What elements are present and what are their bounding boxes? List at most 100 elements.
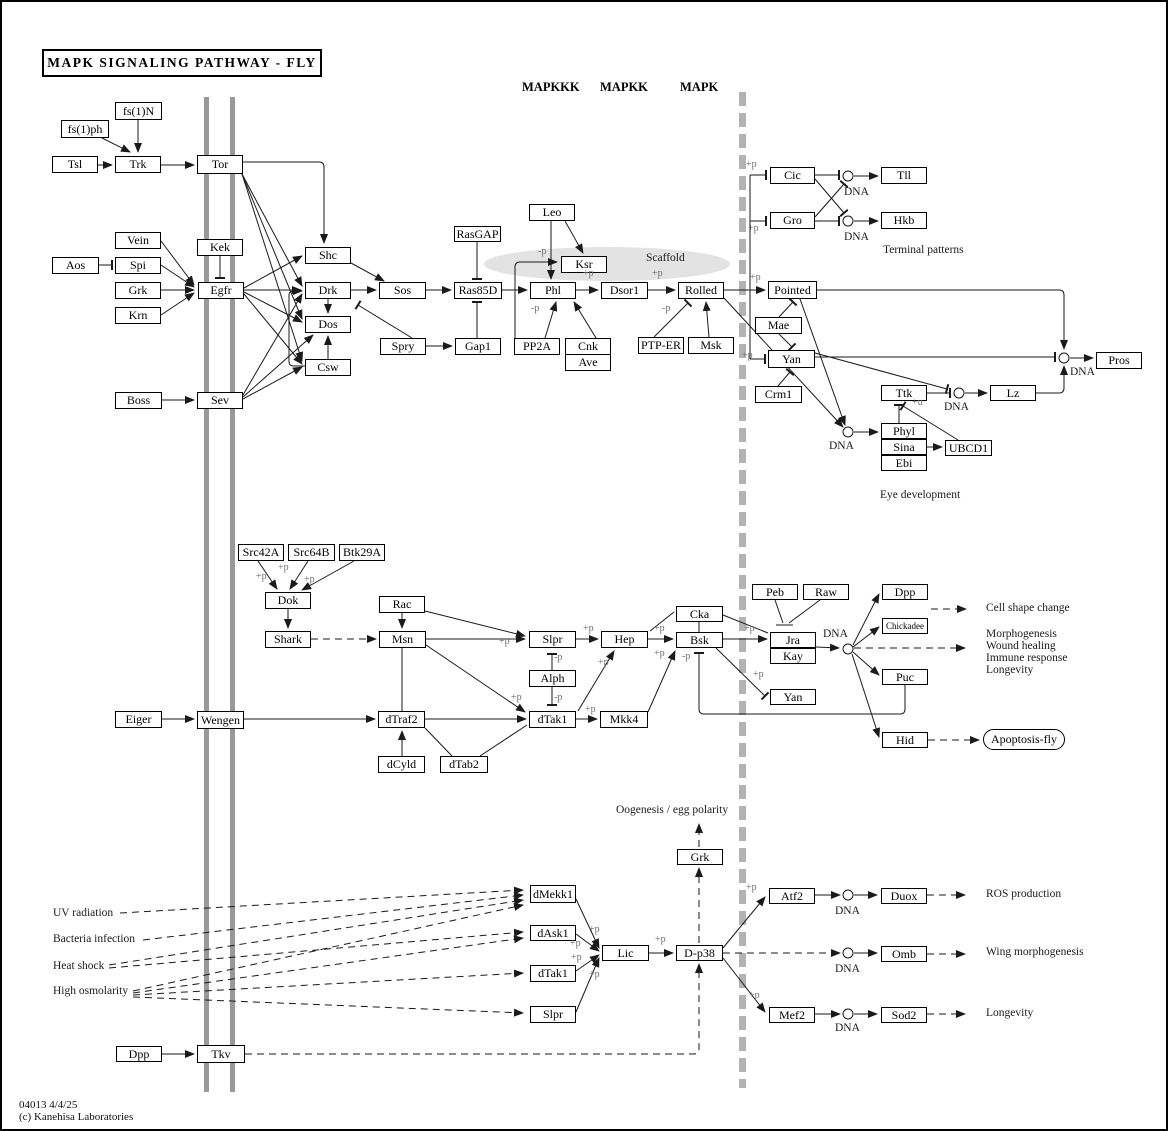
node-dsor1[interactable]: Dsor1 [601,282,648,299]
node-puc[interactable]: Puc [882,669,928,685]
node-alph[interactable]: Alph [529,670,576,687]
node-bsk[interactable]: Bsk [676,632,723,648]
hdr-mapk: MAPK [680,80,719,94]
node-hid[interactable]: Hid [882,732,928,748]
node-apoptosis[interactable]: Apoptosis-fly [983,729,1065,750]
node-dask1[interactable]: dAsk1 [530,925,576,941]
node-yan1[interactable]: Yan [768,350,815,368]
node-dok[interactable]: Dok [265,592,311,609]
node-fs1n[interactable]: fs(1)N [115,102,162,120]
node-tll[interactable]: Tll [881,167,927,184]
node-tkv[interactable]: Tkv [197,1045,245,1063]
node-boss[interactable]: Boss [115,392,162,409]
node-sev[interactable]: Sev [197,392,243,409]
node-mef2[interactable]: Mef2 [769,1007,815,1023]
node-phl[interactable]: Phl [530,282,576,299]
longevity-mid: Longevity [986,664,1034,676]
node-tsl[interactable]: Tsl [52,156,98,173]
node-ttk[interactable]: Ttk [881,385,927,401]
edges-top-section [98,120,1094,451]
node-slpr2[interactable]: Slpr [530,1006,576,1023]
node-drk[interactable]: Drk [305,282,351,299]
node-hep[interactable]: Hep [601,631,648,648]
node-aos[interactable]: Aos [52,257,99,274]
node-ptper[interactable]: PTP-ER [638,337,684,354]
node-spry[interactable]: Spry [380,338,426,355]
node-peb[interactable]: Peb [752,584,798,600]
node-grk1[interactable]: Grk [115,282,161,299]
node-dmekk1[interactable]: dMekk1 [530,885,576,903]
node-src42a[interactable]: Src42A [238,544,284,561]
node-cic[interactable]: Cic [770,167,815,184]
node-jra[interactable]: Jra [770,632,816,648]
node-gro[interactable]: Gro [770,212,815,229]
node-slpr1[interactable]: Slpr [529,631,576,648]
node-fs1ph[interactable]: fs(1)ph [61,120,109,138]
node-rac[interactable]: Rac [379,596,425,613]
hdr-mapkkk: MAPKKK [522,80,580,94]
node-btk29a[interactable]: Btk29A [339,544,385,561]
dna-5: DNA [1070,366,1095,378]
p12: +p [278,562,289,573]
node-cka[interactable]: Cka [676,606,723,622]
node-dtak1b[interactable]: dTak1 [530,965,576,982]
node-sina[interactable]: Sina [881,439,927,455]
node-dp38[interactable]: D-p38 [676,945,723,961]
node-rasgap[interactable]: RasGAP [454,226,501,242]
node-sos[interactable]: Sos [379,282,426,299]
node-pp2a[interactable]: PP2A [514,338,560,355]
morphogenesis: Morphogenesis [986,628,1057,640]
node-phyl[interactable]: Phyl [881,423,927,439]
node-trk[interactable]: Trk [115,156,161,173]
terminal-patterns: Terminal patterns [883,244,964,256]
node-sod2[interactable]: Sod2 [881,1007,927,1023]
node-dpp2[interactable]: Dpp [116,1046,162,1062]
node-pros[interactable]: Pros [1096,352,1142,369]
node-csw[interactable]: Csw [305,359,351,376]
node-atf2[interactable]: Atf2 [769,888,815,904]
node-gap1[interactable]: Gap1 [455,338,501,355]
node-omb[interactable]: Omb [881,946,927,962]
node-mkk4[interactable]: Mkk4 [600,711,648,728]
node-pointed[interactable]: Pointed [768,281,817,299]
node-shark[interactable]: Shark [265,631,311,648]
node-cnk[interactable]: Cnk [565,338,611,355]
node-msk[interactable]: Msk [688,337,734,354]
node-ave[interactable]: Ave [565,354,611,371]
node-kek[interactable]: Kek [197,239,243,256]
node-chickadee[interactable]: Chickadee [882,618,928,634]
node-lic[interactable]: Lic [602,945,649,961]
node-rolled[interactable]: Rolled [678,282,724,299]
node-crm1[interactable]: Crm1 [755,386,802,403]
node-wengen[interactable]: Wengen [197,711,244,729]
node-grk2[interactable]: Grk [677,849,723,865]
node-dtraf2[interactable]: dTraf2 [378,711,425,728]
node-hkb[interactable]: Hkb [881,212,927,229]
node-dos[interactable]: Dos [305,316,351,333]
node-kay[interactable]: Kay [770,648,816,664]
node-shc[interactable]: Shc [305,247,351,264]
node-tor[interactable]: Tor [197,155,243,174]
node-ubcd1[interactable]: UBCD1 [945,440,992,456]
node-yan2[interactable]: Yan [770,689,816,705]
node-dtab2[interactable]: dTab2 [440,756,488,773]
node-ras85d[interactable]: Ras85D [454,282,502,299]
node-krn[interactable]: Krn [115,307,161,324]
node-egfr[interactable]: Egfr [198,282,244,299]
node-mae[interactable]: Mae [755,317,802,334]
node-eiger[interactable]: Eiger [115,711,162,728]
node-duox[interactable]: Duox [881,888,927,904]
node-ebi[interactable]: Ebi [881,455,927,471]
node-dtak1a[interactable]: dTak1 [529,711,576,728]
node-leo[interactable]: Leo [529,204,575,221]
node-ksr[interactable]: Ksr [561,256,607,273]
node-dcyld[interactable]: dCyld [378,756,425,773]
node-msn[interactable]: Msn [379,631,426,648]
node-raw[interactable]: Raw [803,584,849,600]
node-spi[interactable]: Spi [115,257,161,274]
node-lz[interactable]: Lz [990,385,1036,401]
node-dpp1[interactable]: Dpp [882,584,928,600]
p26: +p [589,924,600,935]
node-src64b[interactable]: Src64B [288,544,335,561]
node-vein[interactable]: Vein [115,232,161,249]
